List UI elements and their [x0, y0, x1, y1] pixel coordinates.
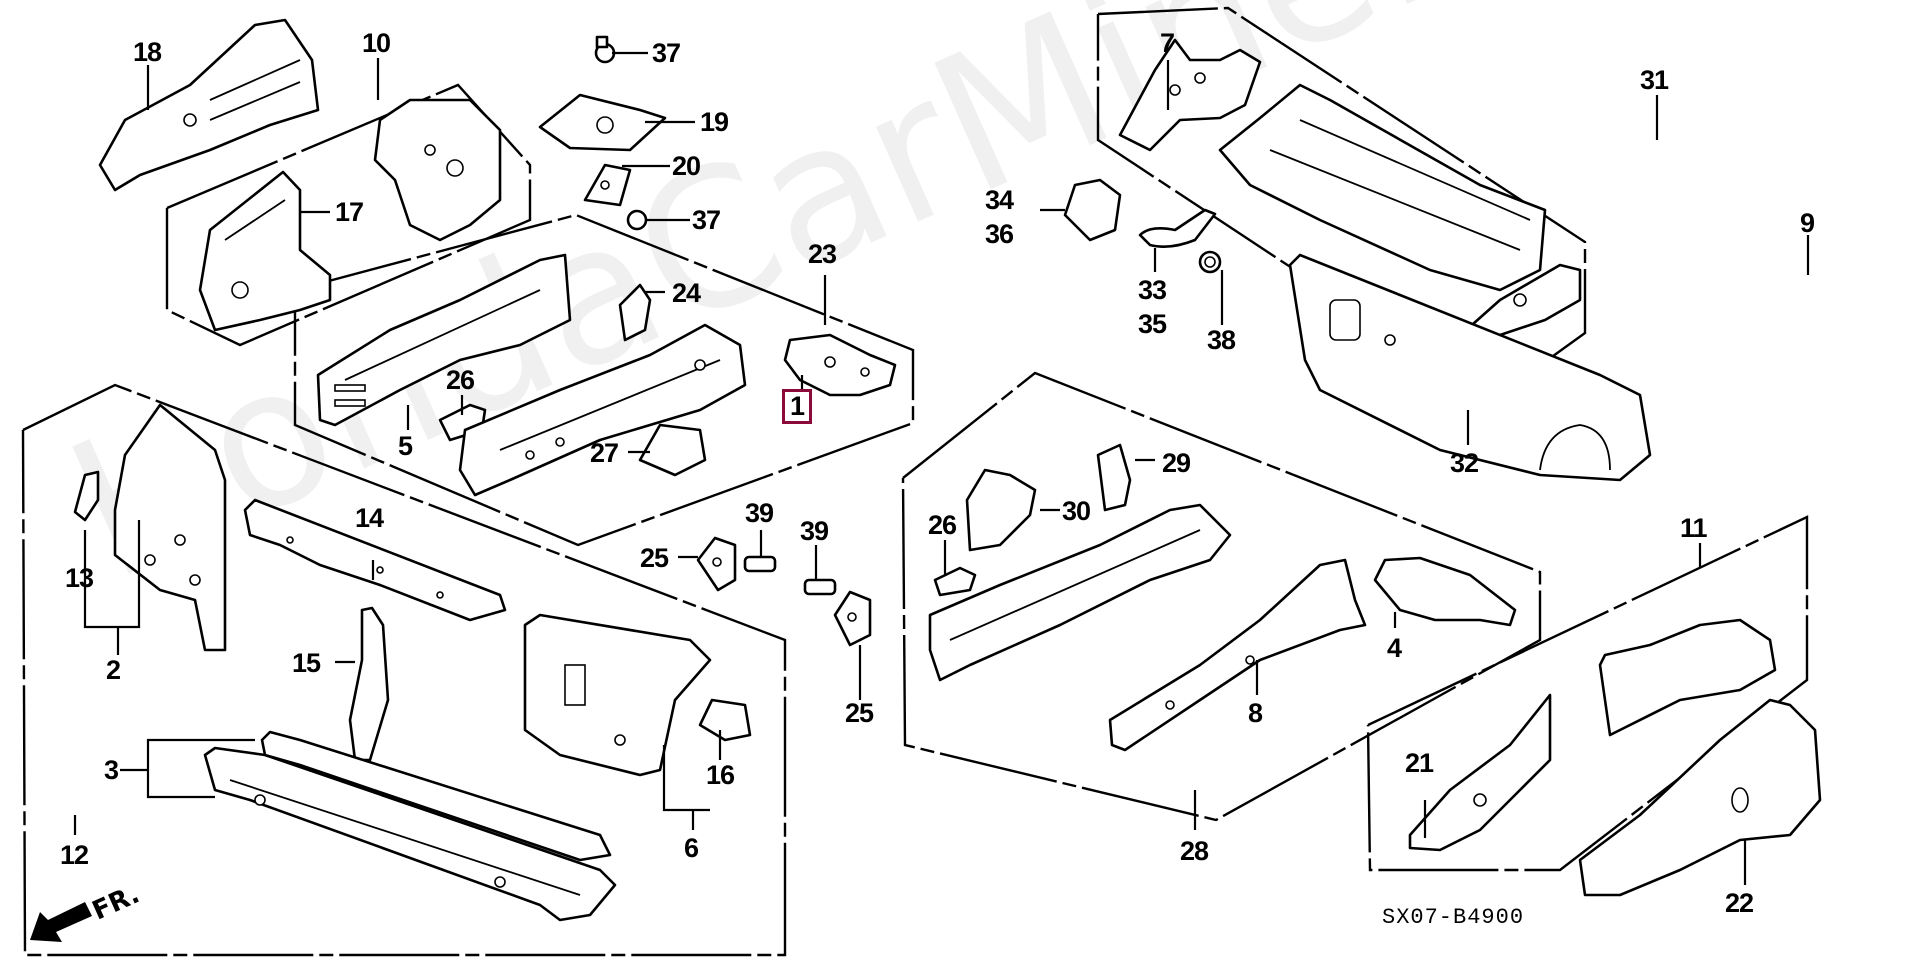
callout-34-36: 34 36 [985, 185, 1014, 249]
part-29-shape [1096, 443, 1132, 512]
group-outline-23 [293, 213, 915, 547]
part-16-shape [698, 698, 752, 742]
part-5-shape [316, 253, 572, 427]
diagram-code: SX07-B4900 [1382, 905, 1525, 930]
callout-18: 18 [133, 37, 162, 67]
callout-8: 8 [1248, 698, 1263, 728]
part-4-shape [1373, 556, 1517, 627]
part-39-bolt-b [803, 578, 837, 596]
callout-11: 11 [1680, 513, 1708, 543]
callout-10: 10 [362, 28, 391, 58]
callout-25-right: 25 [845, 698, 874, 728]
part-6-shape [523, 613, 712, 777]
part-18-shape [98, 18, 320, 192]
part-25-plate-b [833, 590, 872, 647]
callout-39-right: 39 [800, 516, 829, 546]
part-13-shape [73, 470, 100, 522]
callout-15: 15 [292, 648, 321, 678]
part-17-shape [198, 170, 332, 332]
callout-24: 24 [672, 278, 701, 308]
callout-27: 27 [590, 438, 619, 468]
part-22-shape [1578, 698, 1822, 897]
part-24-shape [618, 283, 652, 342]
leader-lines [73, 51, 1810, 885]
callout-5: 5 [398, 431, 413, 461]
callout-12: 12 [60, 840, 89, 870]
callout-33-35: 33 35 [1138, 275, 1167, 339]
callout-23: 23 [808, 239, 837, 269]
callout-7: 7 [1160, 28, 1175, 58]
group-outline-12 [21, 383, 787, 957]
callout-26-lower: 26 [928, 510, 957, 540]
callout-37-top: 37 [652, 38, 681, 68]
group-outline-10 [165, 83, 532, 347]
callout-16: 16 [706, 760, 735, 790]
callout-25-left: 25 [640, 543, 669, 573]
callout-17: 17 [335, 197, 364, 227]
callout-28: 28 [1180, 836, 1209, 866]
part-23-rail-shape [458, 323, 747, 497]
callout-31: 31 [1640, 65, 1669, 95]
part-38-grommet [1198, 250, 1222, 274]
front-direction-marker: FR. [30, 880, 160, 950]
callout-13: 13 [65, 563, 94, 593]
part-11-shape [1598, 618, 1777, 737]
group-outline-31 [1096, 6, 1587, 402]
part-37-bolt-top [594, 35, 616, 64]
callout-19: 19 [700, 107, 729, 137]
part-1-shape [783, 333, 897, 397]
part-3-upper-shape [260, 730, 612, 862]
callout-14: 14 [355, 503, 384, 533]
callout-38: 38 [1207, 325, 1236, 355]
part-2-shape [113, 403, 227, 652]
callout-21: 21 [1405, 748, 1434, 778]
callout-30: 30 [1062, 496, 1091, 526]
arrow-down-left-icon [30, 902, 92, 942]
part-31-shape [1218, 83, 1547, 292]
part-3-shape [203, 746, 617, 922]
part-37-bolt-bottom [626, 209, 648, 231]
part-19-shape [538, 93, 667, 152]
part-27-shape [638, 423, 707, 477]
callout-1-highlighted[interactable]: 1 [782, 389, 813, 424]
group-outline-28 [901, 371, 1542, 822]
part-8-shape [1108, 558, 1367, 752]
callout-2: 2 [106, 655, 121, 685]
part-30-shape [965, 468, 1037, 552]
callout-37-bottom: 37 [692, 205, 721, 235]
part-7-shape [1118, 38, 1262, 152]
callout-20: 20 [672, 151, 701, 181]
callout-6: 6 [684, 833, 699, 863]
part-21-shape [1408, 693, 1552, 852]
callout-3: 3 [104, 755, 119, 785]
callout-29: 29 [1162, 448, 1191, 478]
part-15-shape [348, 606, 390, 762]
part-34-36-shape [1063, 178, 1122, 242]
part-20-shape [583, 163, 632, 207]
part-28-rail-shape [928, 503, 1232, 682]
part-39-bolt-a [743, 555, 777, 573]
callout-9: 9 [1800, 208, 1815, 238]
part-25-plate-a [696, 536, 737, 592]
part-14-shape [243, 498, 507, 622]
part-33-35-shape [1138, 208, 1217, 248]
callout-26-upper: 26 [446, 365, 475, 395]
part-32-shape [1288, 253, 1652, 482]
callout-22: 22 [1725, 888, 1754, 918]
callout-32: 32 [1450, 448, 1479, 478]
callout-39-left: 39 [745, 498, 774, 528]
part-10-shape [373, 98, 502, 242]
part-26-shape-b [933, 566, 977, 597]
callout-4: 4 [1387, 633, 1402, 663]
